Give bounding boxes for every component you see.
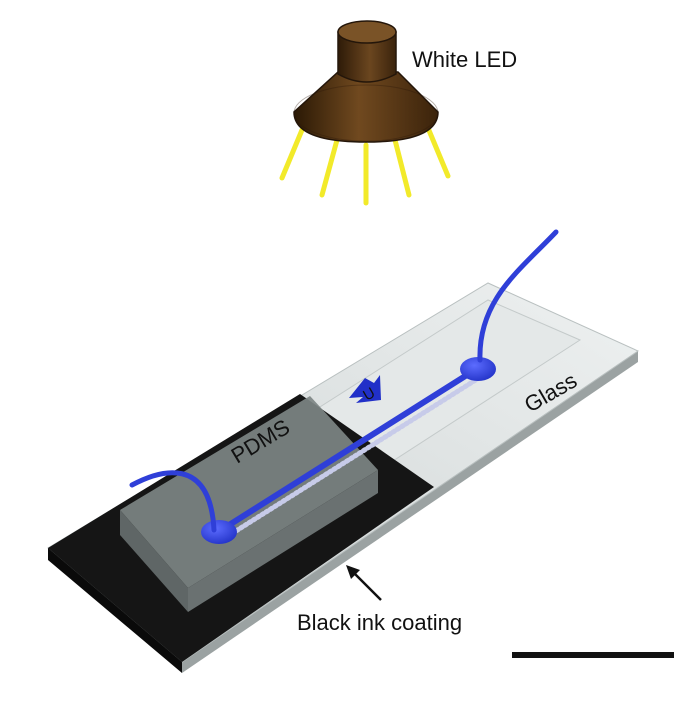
outlet-port — [460, 357, 496, 381]
outlet-tubing — [477, 229, 559, 363]
light-ray — [319, 137, 340, 198]
channel-line — [215, 365, 481, 535]
black-ink-coating-edge — [48, 548, 182, 673]
channel-beads — [225, 373, 485, 539]
chip-assembly: U PDMS Glass — [47, 229, 640, 673]
flow-arrow-icon — [349, 375, 381, 403]
light-rays — [279, 125, 451, 206]
led-cone — [293, 71, 439, 143]
flow-arrow: U — [349, 375, 381, 405]
coating-label: Black ink coating — [297, 610, 462, 635]
light-ray — [279, 127, 305, 181]
led-cap-top — [337, 20, 397, 44]
led-label: White LED — [412, 47, 517, 72]
light-ray — [392, 137, 412, 198]
microfluidic-channel — [215, 365, 485, 539]
pdms-block-front — [120, 510, 188, 612]
pdms-block-top — [120, 396, 378, 588]
led-cone-rim — [293, 84, 439, 142]
coating-annotation: Black ink coating — [297, 565, 462, 635]
light-ray — [425, 125, 451, 179]
inlet-port — [201, 520, 237, 544]
white-led: White LED — [279, 20, 517, 206]
led-cap — [337, 31, 397, 83]
coating-arrow-head — [346, 565, 360, 579]
pdms-block-side — [188, 470, 378, 612]
coating-arrow-line — [354, 573, 382, 601]
glass-slide-side — [182, 351, 638, 673]
scale-bar — [512, 652, 674, 658]
inlet-tubing — [129, 470, 217, 533]
